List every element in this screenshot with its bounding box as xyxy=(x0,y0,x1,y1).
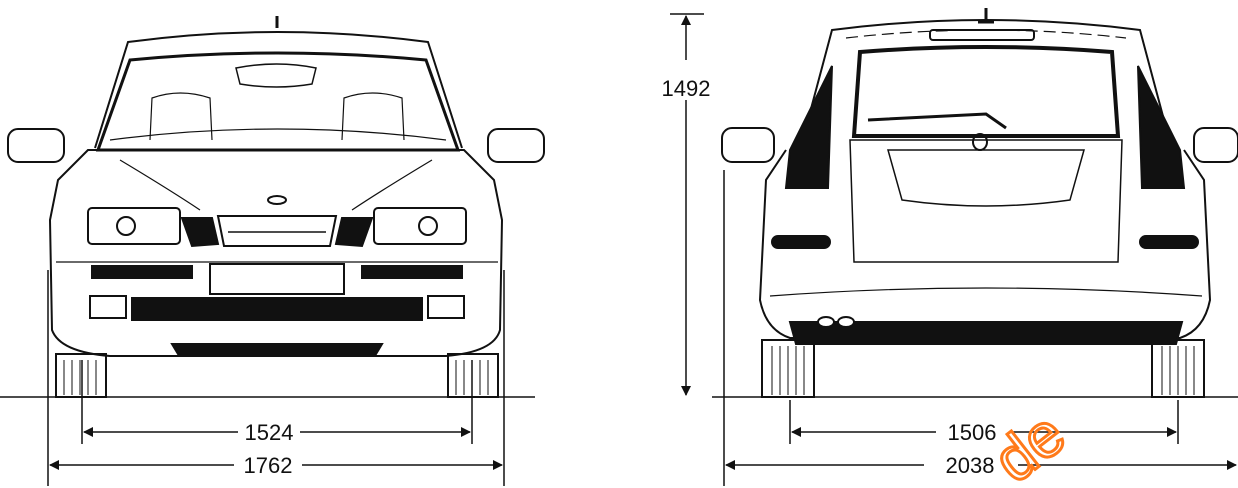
front-headlight-right xyxy=(373,207,467,245)
front-grille-center xyxy=(216,215,338,247)
rear-antenna xyxy=(978,8,994,24)
front-grille-right xyxy=(334,217,374,248)
front-lower-intake xyxy=(131,297,423,321)
front-wheel-left-tread xyxy=(63,360,97,395)
rear-taillight-right xyxy=(1137,65,1186,189)
rear-handle-recess xyxy=(887,149,1085,207)
front-view xyxy=(0,16,545,398)
front-roof xyxy=(94,31,463,149)
front-vent-right xyxy=(361,265,463,279)
front-width-label: 1762 xyxy=(244,453,293,478)
rear-taillight-left xyxy=(784,65,833,189)
front-mirror-left xyxy=(7,128,65,163)
front-seat-left xyxy=(149,92,213,141)
rear-bumper xyxy=(769,287,1203,297)
front-grille-left xyxy=(180,217,220,248)
rear-mirror-left xyxy=(721,127,775,163)
front-mirror-right xyxy=(487,128,545,163)
front-hood-line-right xyxy=(351,159,433,211)
height-dimension xyxy=(670,13,704,396)
front-headlight-left xyxy=(87,207,181,245)
front-foglight-left xyxy=(89,295,127,319)
front-windshield xyxy=(95,51,461,152)
front-headlight-right-lamp xyxy=(418,216,438,236)
front-vent-left xyxy=(91,265,193,279)
front-hood-line-left xyxy=(119,159,201,211)
rear-diffuser xyxy=(788,321,1184,345)
front-dashboard xyxy=(109,128,447,141)
front-dimensions xyxy=(47,270,505,486)
rear-reflector-right xyxy=(1139,235,1199,249)
rear-exhaust-left xyxy=(817,316,835,328)
front-plate xyxy=(209,263,345,295)
rear-wheel-left-tread xyxy=(771,346,805,395)
rear-tailgate xyxy=(849,139,1123,263)
front-seat-right xyxy=(341,92,405,141)
front-headlight-left-lamp xyxy=(116,216,136,236)
rear-mirror-right xyxy=(1193,127,1238,163)
front-badge xyxy=(267,195,287,205)
front-splitter xyxy=(170,343,384,355)
rear-roof xyxy=(799,19,1173,151)
rear-roof-rail xyxy=(845,29,1127,39)
rear-wiper xyxy=(867,112,1007,130)
watermark: de xyxy=(981,399,1078,488)
front-wheel-right xyxy=(447,353,499,398)
rear-badge xyxy=(972,133,988,151)
front-foglight-right xyxy=(427,295,465,319)
front-wheel-left xyxy=(55,353,107,398)
front-track-label: 1524 xyxy=(245,420,294,445)
front-body xyxy=(48,149,504,357)
rear-wheel-left xyxy=(761,339,815,398)
rear-view xyxy=(712,8,1238,398)
height-label: 1492 xyxy=(662,76,711,101)
rear-width-label: 2038 xyxy=(946,453,995,478)
rear-exhaust-right xyxy=(837,316,855,328)
rear-wheel-right xyxy=(1151,339,1205,398)
rear-wheel-right-tread xyxy=(1161,346,1195,395)
rear-track-label: 1506 xyxy=(948,420,997,445)
rear-reflector-left xyxy=(771,235,831,249)
rear-dimensions xyxy=(723,170,1237,486)
rear-window xyxy=(851,45,1121,138)
interior-mirror xyxy=(235,63,317,88)
rear-brake-light xyxy=(929,29,1035,41)
